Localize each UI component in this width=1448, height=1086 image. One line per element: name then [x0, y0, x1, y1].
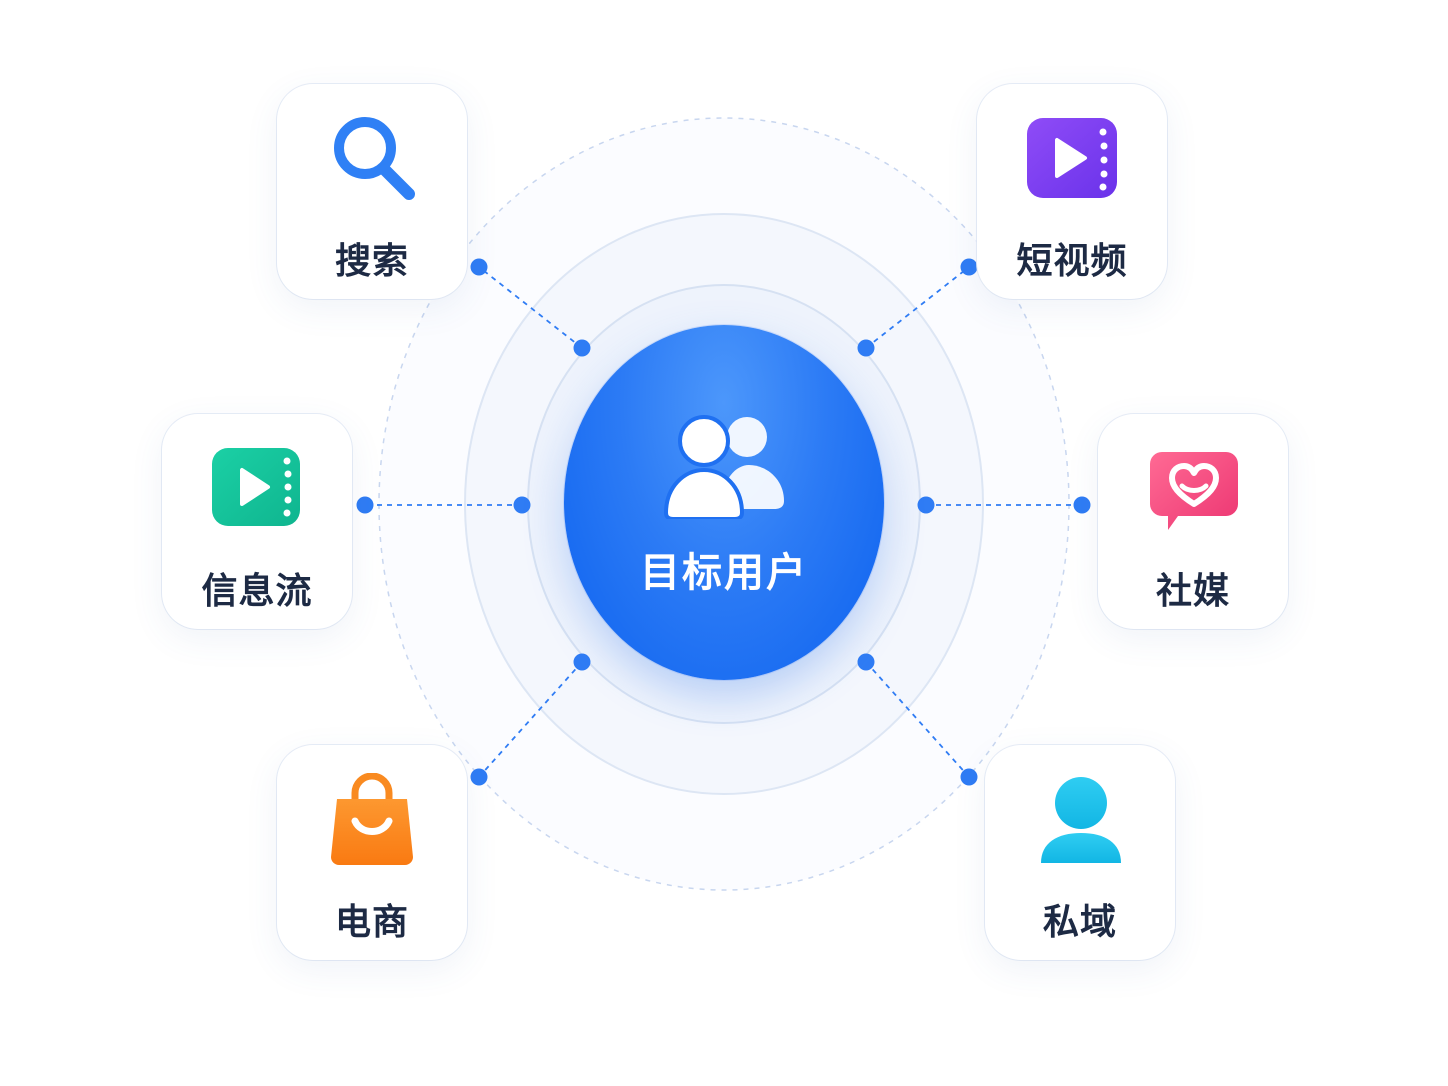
connector-dot-social-inner: [917, 496, 935, 514]
channel-label: 私域: [1042, 902, 1117, 943]
center-label: 目标用户: [640, 550, 808, 596]
video-play-icon: [1027, 118, 1117, 198]
connector-dot-ecommerce-outer: [470, 768, 488, 786]
connector-dot-search-inner: [573, 339, 591, 357]
connector-dot-search-outer: [470, 258, 488, 276]
connector-dot-feed-outer: [356, 496, 374, 514]
connector-dot-video-inner: [857, 339, 875, 357]
channel-card-private-domain[interactable]: 私域: [985, 745, 1175, 960]
connector-search: [478, 266, 583, 349]
connector-dot-private-outer: [960, 768, 978, 786]
feed-play-icon: [212, 448, 300, 526]
user-icon: [1041, 777, 1121, 863]
channel-card-search[interactable]: 搜索: [277, 84, 467, 299]
connector-dot-feed-inner: [513, 496, 531, 514]
channel-card-social[interactable]: 社媒: [1098, 414, 1288, 629]
channel-card-short-video[interactable]: 短视频: [977, 84, 1167, 299]
channel-card-feed[interactable]: 信息流: [162, 414, 352, 629]
channel-card-ecommerce[interactable]: 电商: [277, 745, 467, 960]
connector-dot-private-inner: [857, 653, 875, 671]
channel-label: 社媒: [1155, 571, 1230, 612]
heart-chat-icon: [1150, 452, 1238, 530]
connectors: [356, 258, 1091, 786]
shopping-bag-icon: [331, 773, 413, 865]
search-icon: [334, 117, 415, 200]
connector-dot-video-outer: [960, 258, 978, 276]
channel-label: 信息流: [201, 571, 313, 612]
target-users-node: 目标用户: [564, 325, 884, 680]
connector-dot-social-outer: [1073, 496, 1091, 514]
connector-video: [865, 266, 970, 349]
channel-label: 搜索: [334, 241, 409, 282]
connector-dot-ecommerce-inner: [573, 653, 591, 671]
channel-label: 短视频: [1016, 241, 1128, 282]
channel-label: 电商: [334, 902, 409, 943]
users-icon: [664, 415, 784, 519]
